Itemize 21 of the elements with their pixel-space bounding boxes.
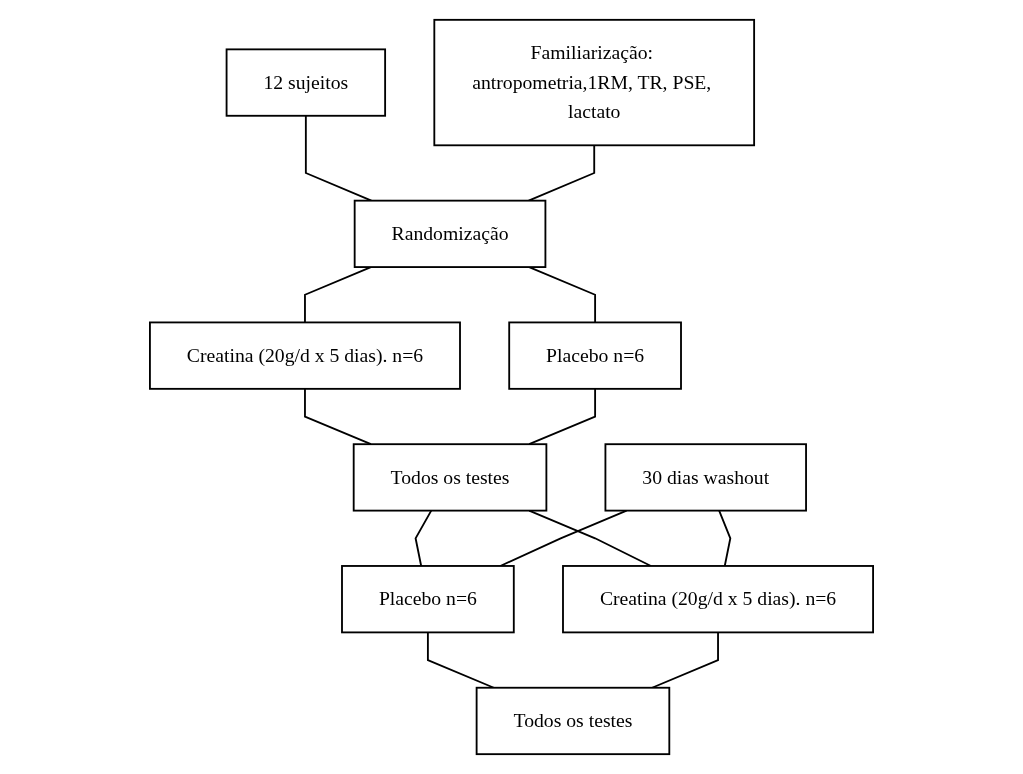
connector (528, 387, 597, 446)
node-box: Creatina (20g/d x 5 dias). n=6 (562, 565, 874, 634)
connector (426, 631, 495, 689)
node-box: Familiarização: antropometria,1RM, TR, PSE, lactato (433, 18, 756, 147)
node-box: Placebo n=6 (508, 321, 682, 390)
connector (718, 509, 732, 567)
node-box: Todos os testes (352, 443, 548, 512)
node-box: Randomização (353, 199, 547, 268)
connector (651, 631, 719, 689)
connector (527, 144, 596, 202)
connector (414, 509, 433, 567)
node-box: 12 sujeitos (225, 48, 387, 117)
connector (304, 266, 372, 324)
connector (528, 266, 597, 324)
node-box: Todos os testes (475, 686, 671, 756)
connector (304, 387, 372, 446)
node-box: 30 dias washout (604, 443, 807, 512)
node-box: Placebo n=6 (341, 565, 515, 634)
connector (528, 509, 652, 567)
connector (304, 114, 373, 202)
node-box: Creatina (20g/d x 5 dias). n=6 (149, 321, 461, 390)
